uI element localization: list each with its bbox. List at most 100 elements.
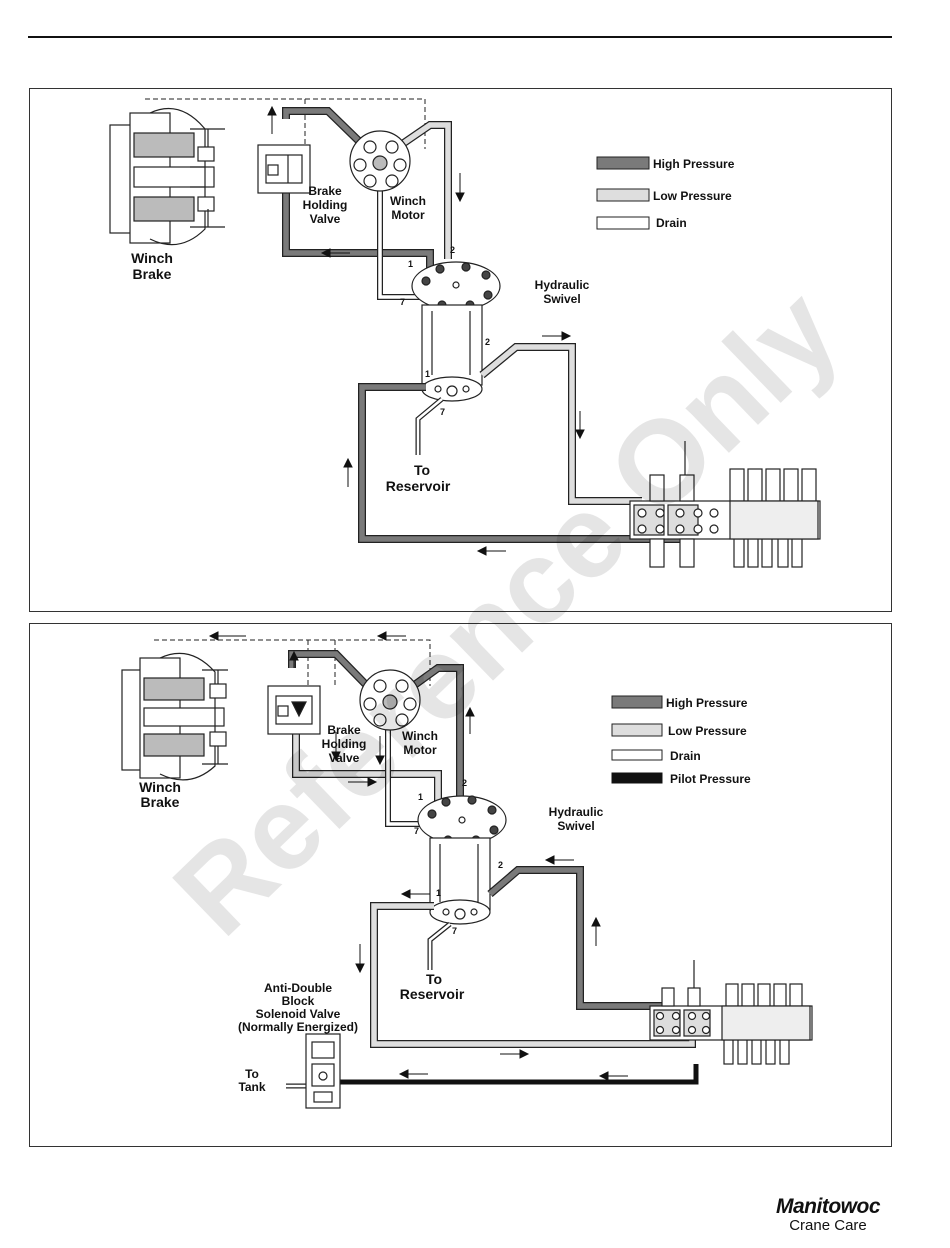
- winch-motor-label: Winch Motor: [390, 194, 426, 222]
- low-pressure-line: [370, 902, 696, 1048]
- tank-label: To Tank: [238, 1067, 265, 1094]
- hydraulic-swivel-label: Hydraulic Swivel: [535, 278, 590, 306]
- svg-text:High Pressure: High Pressure: [653, 157, 735, 171]
- port-label: 1: [425, 369, 430, 379]
- winch-motor-symbol: [359, 669, 421, 731]
- svg-text:Swivel: Swivel: [543, 292, 580, 306]
- svg-text:Block: Block: [282, 994, 315, 1008]
- svg-text:Pilot Pressure: Pilot Pressure: [670, 772, 751, 786]
- legend: High Pressure Low Pressure Drain Pilot P…: [611, 695, 751, 786]
- svg-text:Winch: Winch: [139, 779, 181, 795]
- svg-text:To: To: [426, 971, 442, 987]
- svg-text:Tank: Tank: [238, 1080, 265, 1094]
- legend-swatch-high: [596, 156, 650, 170]
- drain-line: [378, 173, 430, 299]
- control-valve-bank: [649, 960, 813, 1065]
- port-label: 7: [452, 926, 457, 936]
- svg-text:Winch: Winch: [390, 194, 426, 208]
- winch-motor-label: Winch Motor: [402, 729, 438, 757]
- legend-swatch-drain: [596, 216, 650, 230]
- port-label: 2: [462, 778, 467, 788]
- high-pressure-line: [289, 651, 377, 696]
- svg-text:Brake: Brake: [141, 794, 180, 810]
- port-label: 2: [450, 245, 455, 255]
- svg-text:Motor: Motor: [403, 743, 437, 757]
- svg-text:Brake: Brake: [327, 723, 361, 737]
- hydraulic-diagram-top: Winch Brake Brake Holding Valve Winch Mo…: [109, 98, 821, 568]
- legend-swatch-drain: [611, 749, 663, 761]
- reservoir-label: To Reservoir: [386, 462, 451, 494]
- header-rule: [28, 36, 892, 38]
- low-pressure-line: [371, 903, 695, 1047]
- svg-text:To: To: [414, 462, 430, 478]
- drain-line: [428, 923, 451, 970]
- svg-text:Low Pressure: Low Pressure: [668, 724, 747, 738]
- svg-text:Drain: Drain: [656, 216, 687, 230]
- logo-subtitle: Crane Care: [789, 1217, 867, 1234]
- control-valve-bank: [629, 441, 821, 568]
- svg-text:Holding: Holding: [322, 737, 367, 751]
- hydraulic-diagram-bottom: Winch Brake Brake Holding Valve Winch Mo…: [121, 631, 813, 1109]
- winch-brake-label: Winch Brake: [131, 250, 173, 282]
- svg-text:Hydraulic: Hydraulic: [535, 278, 590, 292]
- logo-brand: Manitowoc: [776, 1195, 881, 1218]
- svg-text:Winch: Winch: [402, 729, 438, 743]
- svg-text:Brake: Brake: [133, 266, 172, 282]
- anti-double-block-solenoid-valve: [305, 1033, 341, 1109]
- port-label: 7: [440, 407, 445, 417]
- winch-brake-symbol: [121, 652, 228, 781]
- port-label: 1: [418, 792, 423, 802]
- hydraulic-swivel: [417, 795, 507, 925]
- drain-line: [416, 398, 443, 455]
- svg-text:(Normally Energized): (Normally Energized): [238, 1020, 358, 1034]
- low-pressure-line: [393, 122, 451, 259]
- svg-text:Drain: Drain: [670, 749, 701, 763]
- hydraulic-swivel-label: Hydraulic Swivel: [549, 805, 604, 833]
- svg-text:Swivel: Swivel: [557, 819, 594, 833]
- legend-swatch-low: [611, 723, 663, 737]
- brake-holding-valve-label: Brake Holding Valve: [322, 723, 367, 765]
- svg-text:Valve: Valve: [310, 212, 341, 226]
- svg-text:Reservoir: Reservoir: [400, 986, 465, 1002]
- high-pressure-line: [283, 108, 367, 149]
- svg-text:Reservoir: Reservoir: [386, 478, 451, 494]
- port-label: 2: [498, 860, 503, 870]
- svg-text:Solenoid Valve: Solenoid Valve: [256, 1007, 341, 1021]
- hydraulic-swivel: [411, 261, 501, 402]
- legend-swatch-high: [611, 695, 663, 709]
- reservoir-label: To Reservoir: [400, 971, 465, 1002]
- pilot-pressure-line: [340, 1064, 699, 1085]
- low-pressure-line: [293, 716, 441, 804]
- port-label: 1: [436, 888, 441, 898]
- winch-brake-label: Winch Brake: [139, 779, 181, 810]
- svg-text:Anti-Double: Anti-Double: [264, 981, 332, 995]
- low-pressure-line: [480, 344, 642, 504]
- low-pressure-line: [479, 343, 642, 505]
- svg-text:High Pressure: High Pressure: [666, 696, 748, 710]
- solenoid-valve-label: Anti-Double Block Solenoid Valve (Normal…: [238, 981, 358, 1034]
- high-pressure-line: [488, 867, 670, 1009]
- legend-swatch-low: [596, 188, 650, 202]
- port-label: 2: [485, 337, 490, 347]
- svg-text:Motor: Motor: [391, 208, 425, 222]
- svg-text:Low Pressure: Low Pressure: [653, 189, 732, 203]
- high-pressure-line: [282, 107, 368, 150]
- winch-brake-symbol: [109, 107, 225, 246]
- legend-swatch-pilot: [611, 772, 663, 784]
- brake-holding-valve: [257, 144, 311, 194]
- flow-arrow: [208, 631, 628, 1081]
- diagram-panel-top: Winch Brake Brake Holding Valve Winch Mo…: [29, 88, 892, 612]
- svg-text:Hydraulic: Hydraulic: [549, 805, 604, 819]
- svg-text:Winch: Winch: [131, 250, 173, 266]
- port-label: 7: [400, 297, 405, 307]
- port-label: 1: [408, 259, 413, 269]
- svg-text:Brake: Brake: [308, 184, 342, 198]
- diagram-panel-bottom: Winch Brake Brake Holding Valve Winch Mo…: [29, 623, 892, 1147]
- high-pressure-line: [400, 665, 463, 796]
- manitowoc-logo: Manitowoc Crane Care: [768, 1196, 888, 1234]
- port-label: 7: [414, 826, 419, 836]
- brake-holding-valve: [267, 685, 321, 735]
- svg-text:To: To: [245, 1067, 259, 1081]
- brake-holding-valve-label: Brake Holding Valve: [303, 184, 348, 226]
- legend: High Pressure Low Pressure Drain: [596, 156, 735, 230]
